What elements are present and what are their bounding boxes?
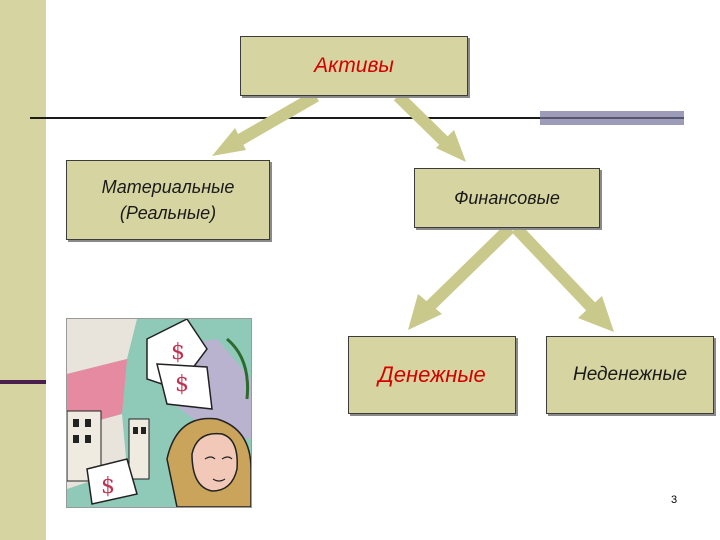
node-financial-label: Финансовые <box>454 187 560 208</box>
node-money-label: Денежные <box>378 362 486 387</box>
arrow-root-to-material <box>212 90 319 156</box>
node-assets: Активы <box>240 36 468 96</box>
node-assets-label: Активы <box>314 54 394 77</box>
arrow-financial-to-nonmoney <box>511 223 614 332</box>
money-clipart-icon: $ $ $ <box>66 318 252 508</box>
dollar-sign-glyph: $ <box>175 372 189 397</box>
left-band-marker <box>0 380 46 384</box>
dollar-sign-glyph: $ <box>171 340 185 365</box>
arrow-financial-to-money <box>408 223 515 330</box>
node-material-label: Материальные <box>101 177 235 197</box>
page-number: 3 <box>670 494 678 506</box>
node-material-sublabel: (Реальные) <box>119 203 217 223</box>
node-nonmoney-label: Неденежные <box>572 364 688 385</box>
node-money: Денежные <box>348 336 516 414</box>
title-rule-accent <box>540 111 684 125</box>
dollar-sign-glyph: $ <box>101 474 115 499</box>
node-nonmoney: Неденежные <box>546 336 714 414</box>
left-decorative-band <box>0 0 46 540</box>
node-material: Материальные (Реальные) <box>66 160 270 240</box>
node-financial: Финансовые <box>414 168 600 228</box>
arrow-root-to-financial <box>393 91 466 162</box>
